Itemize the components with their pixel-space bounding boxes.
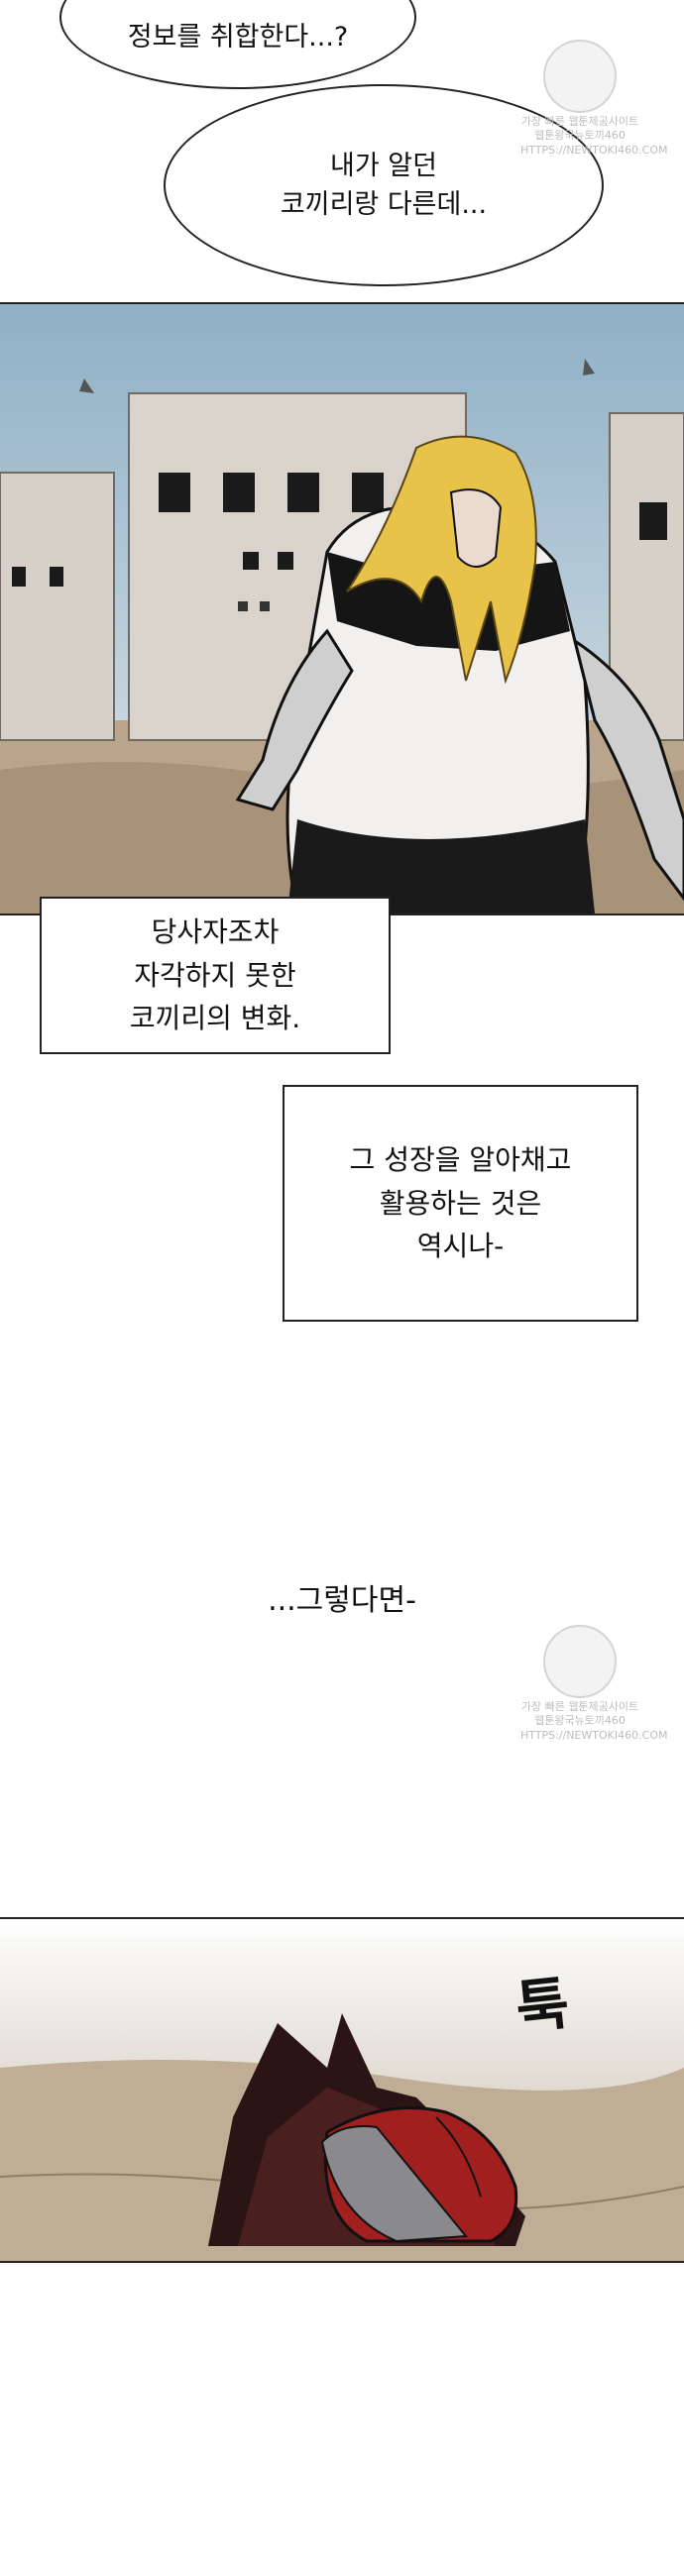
speech-bubble-top-right: 내가 알던 코끼리랑 다른데... [164, 84, 604, 286]
watermark-mascot-icon [543, 1625, 617, 1698]
sound-effect-text: 툭 [512, 1956, 573, 2044]
watermark-mascot-icon [543, 40, 617, 113]
caption-text-2: 그 성장을 알아채고 활용하는 것은 역시나- [349, 1143, 572, 1263]
watermark-line2: 웹툰왕국뉴토끼460 [534, 1714, 626, 1728]
speech-text: 정보를 취합한다...? [127, 21, 349, 53]
sound-effect-label: 툭 [513, 1969, 573, 2042]
caption-text-1: 당사자조차 자각하지 못한 코끼리의 변화. [129, 915, 301, 1035]
watermark-line3: HTTPS://NEWTOKI460.COM [520, 143, 668, 157]
caption-box-1: 당사자조차 자각하지 못한 코끼리의 변화. [40, 897, 391, 1054]
drop-illustration [0, 1919, 684, 2261]
speech-text-line2: 코끼리랑 다른데... [280, 189, 488, 220]
scene-illustration [0, 304, 684, 913]
caption-box-2: 그 성장을 알아채고 활용하는 것은 역시나- [283, 1085, 638, 1322]
watermark-line1: 가장 빠른 웹툰제공사이트 [520, 115, 639, 128]
scene-panel-drop: 툭 [0, 1917, 684, 2263]
watermark-line2: 웹툰왕국뉴토끼460 [534, 129, 626, 143]
scene-panel-town [0, 302, 684, 915]
center-narration-text: ...그렇다면- [268, 1583, 416, 1618]
speech-text-line1: 내가 알던 [330, 150, 437, 181]
watermark-middle: 가장 빠른 웹툰제공사이트 웹툰왕국뉴토끼460 HTTPS://NEWTOKI… [520, 1625, 668, 1743]
center-narration: ...그렇다면- [0, 1575, 684, 1619]
watermark-top: 가장 빠른 웹툰제공사이트 웹툰왕국뉴토끼460 HTTPS://NEWTOKI… [520, 40, 668, 158]
watermark-line1: 가장 빠른 웹툰제공사이트 [520, 1700, 639, 1713]
watermark-line3: HTTPS://NEWTOKI460.COM [520, 1728, 668, 1742]
speech-bubble-top-left: 정보를 취합한다...? [59, 0, 416, 89]
